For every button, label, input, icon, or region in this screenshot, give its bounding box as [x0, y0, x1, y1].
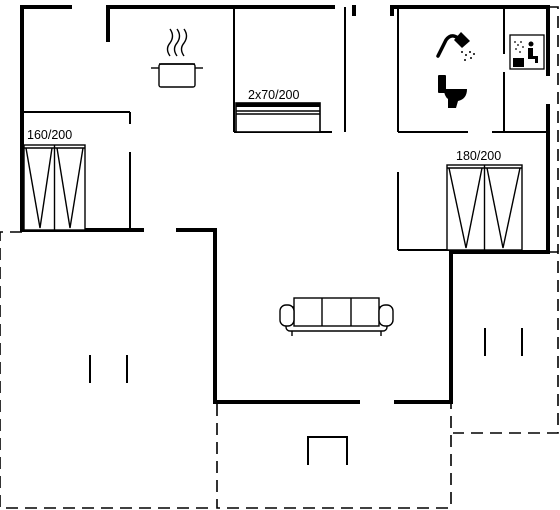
toilet-icon	[438, 75, 467, 108]
double-bed-left-label: 160/200	[27, 128, 72, 142]
exterior-walls	[20, 5, 550, 404]
bunk-bed: 2x70/200	[235, 88, 321, 133]
terrace-outlines	[0, 6, 559, 509]
double-bed-right: 180/200	[446, 149, 523, 251]
terrace-furniture	[89, 328, 523, 465]
sauna-icon	[509, 34, 545, 70]
sofa-icon	[279, 297, 394, 336]
bunk-bed-label: 2x70/200	[248, 88, 299, 102]
double-bed-right-label: 180/200	[456, 149, 501, 163]
cooking-pot-icon	[151, 28, 203, 88]
shower-icon	[436, 32, 475, 61]
double-bed-left: 160/200	[23, 128, 86, 231]
